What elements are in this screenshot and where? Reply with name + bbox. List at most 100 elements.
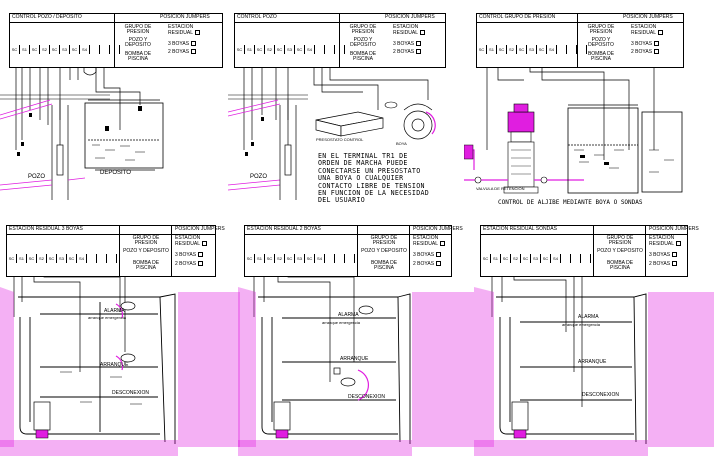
level-arranque: ARRANQUE (100, 362, 129, 368)
jumpers-title: POSICION JUMPERS (160, 14, 210, 20)
terminal: SC (7, 254, 17, 263)
terminal: SC (27, 254, 37, 263)
jumper-switch-icon (440, 241, 446, 246)
terminal: S2 (40, 45, 50, 54)
jumper-switch-icon (436, 261, 442, 266)
panel-residual-sondas: ESTACION RESIDUAL SONDAS POSICION JUMPER… (474, 222, 714, 456)
jumper-label: 3 BOYAS (393, 40, 415, 47)
option-bomba-piscina: BOMBA DE PISCINA (124, 51, 152, 62)
jumpers-title: POSICION JUMPERS (413, 226, 463, 232)
jumper-switch-icon (676, 241, 682, 246)
level-arranque: ARRANQUE (340, 356, 369, 362)
terminal (325, 45, 335, 54)
terminal: SC (477, 45, 487, 54)
jumper-switch-icon (672, 261, 678, 266)
jumper-switch-icon (202, 241, 208, 246)
terminal: SC (47, 254, 57, 263)
divider (339, 14, 340, 67)
terminal: S4 (547, 45, 557, 54)
terminal: SC (295, 45, 305, 54)
terminal: SC (285, 254, 295, 263)
terminal: SC (255, 45, 265, 54)
label-valvula: VALVULA DE RETENCION (476, 186, 525, 191)
jumper-label: 2 BOYAS (168, 48, 190, 55)
terminal: S2 (511, 254, 521, 263)
terminal: SC (10, 45, 20, 54)
option-bomba-piscina: BOMBA DE PISCINA (587, 51, 615, 62)
jumper-label: 2 BOYAS (649, 260, 671, 267)
option-pozo-deposito: POZO Y DEPOSITO (361, 248, 407, 254)
terminal: SC (30, 45, 40, 54)
divider (114, 14, 115, 67)
option-grupo-presion: GRUPO DE PRESION (370, 235, 398, 246)
terminal (110, 45, 120, 54)
terminal: S3 (285, 45, 295, 54)
jumper-label: ESTACION RESIDUAL (631, 24, 657, 36)
terminal: S3 (295, 254, 305, 263)
controller-header (235, 14, 445, 23)
terminal (557, 45, 567, 54)
jumper-estacion-residual: ESTACION RESIDUAL (393, 25, 441, 36)
terminal: S4 (551, 254, 561, 263)
jumper-label: 3 BOYAS (631, 40, 653, 47)
diagram-residual-2 (238, 267, 474, 456)
jumper-switch-icon (191, 49, 197, 54)
label-pozo: POZO (28, 174, 46, 180)
terminal: SC (481, 254, 491, 263)
terminal: S2 (507, 45, 517, 54)
terminal-strip: SC S1 SC S2 SC S3 SC S4 (235, 45, 345, 55)
jumper-label: 2 BOYAS (413, 260, 435, 267)
controller-header (481, 226, 687, 235)
controller-header (477, 14, 683, 23)
terminal (571, 254, 581, 263)
jumper-switch-icon (191, 41, 197, 46)
jumper-switch-icon (672, 252, 678, 257)
instruction-note: EN EL TERMINAL TR1 DE ORDEN DE MARCHA PU… (318, 152, 430, 205)
terminal: SC (235, 45, 245, 54)
terminal: S1 (20, 45, 30, 54)
jumper-label: 2 BOYAS (175, 260, 197, 267)
jumper-3-boyas: 3 BOYAS (631, 40, 660, 47)
option-bomba-piscina: BOMBA DE PISCINA (606, 260, 634, 271)
terminal (567, 45, 577, 54)
option-bomba-piscina: BOMBA DE PISCINA (370, 260, 398, 271)
divider (409, 226, 410, 276)
terminal: S1 (491, 254, 501, 263)
level-alarma: ALARMA (104, 308, 125, 314)
terminal: SC (497, 45, 507, 54)
jumper-2-boyas: 2 BOYAS (649, 260, 678, 267)
panel-grupo-presion: CONTROL GRUPO DE PRESION POSICION JUMPER… (464, 0, 714, 215)
jumper-label: 2 BOYAS (393, 48, 415, 55)
terminal: SC (517, 45, 527, 54)
jumper-label: 3 BOYAS (649, 251, 671, 258)
diagram-pozo (228, 55, 436, 200)
terminal: S4 (77, 254, 87, 263)
jumper-switch-icon (654, 41, 660, 46)
panel-pozo: CONTROL POZO POSICION JUMPERS SC S1 SC S… (228, 0, 458, 215)
terminal: S1 (487, 45, 497, 54)
terminal: SC (70, 45, 80, 54)
jumper-3-boyas: 3 BOYAS (168, 41, 197, 47)
diagram-residual-3 (0, 267, 240, 456)
jumper-label: ESTACION RESIDUAL (413, 235, 439, 247)
option-pozo-deposito: POZO Y DEPOSITO (123, 248, 169, 254)
terminal (100, 45, 110, 54)
terminal (581, 254, 591, 263)
terminal (87, 254, 97, 263)
jumper-estacion-residual: ESTACION RESIDUAL (631, 25, 679, 36)
terminal: S2 (37, 254, 47, 263)
controller-title: ESTACION RESIDUAL 2 BOYAS (247, 226, 321, 232)
label-pozo: POZO (250, 174, 268, 180)
level-alarma-sub: arranque emergencia (322, 320, 361, 325)
terminal (345, 254, 355, 263)
terminal: S1 (245, 45, 255, 54)
controller-header (10, 14, 222, 23)
jumper-label: 2 BOYAS (631, 48, 653, 55)
terminal: S2 (275, 254, 285, 263)
controller-box: ESTACION RESIDUAL 3 BOYAS POSICION JUMPE… (6, 225, 225, 277)
jumper-2-boyas: 2 BOYAS (175, 260, 204, 267)
terminal: SC (265, 254, 275, 263)
level-desconexion: DESCONEXION (582, 392, 619, 398)
controller-title: ESTACION RESIDUAL 3 BOYAS (9, 226, 83, 232)
